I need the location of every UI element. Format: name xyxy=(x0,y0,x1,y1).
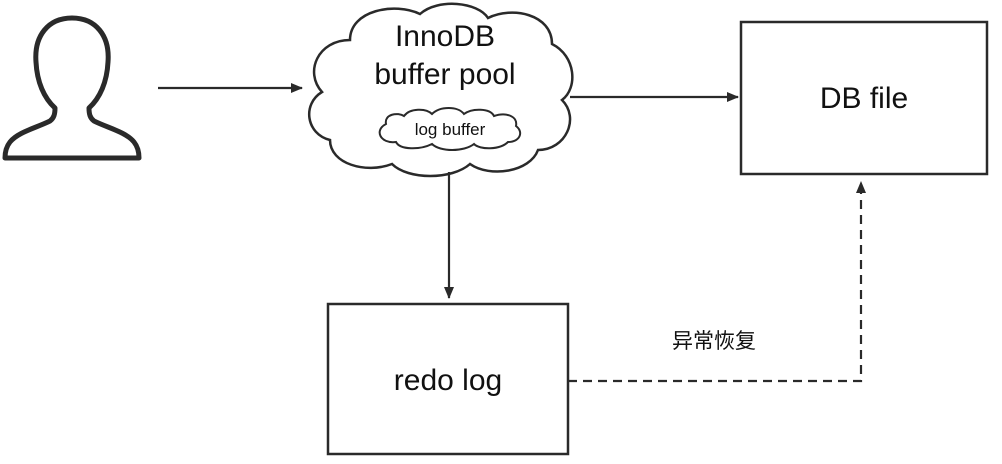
redo-log-label: redo log xyxy=(393,364,503,397)
redo-log-box xyxy=(326,302,570,456)
recovery-label: 异常恢复 xyxy=(672,330,756,353)
buffer-pool-label: InnoDB buffer pool xyxy=(330,18,560,94)
log-buffer-label: log buffer xyxy=(414,120,486,139)
user-silhouette-icon xyxy=(2,15,142,161)
recovery-dashed-arrow xyxy=(568,181,866,383)
log-buffer-cloud xyxy=(378,107,522,151)
buffer-pool-title-line1: InnoDB xyxy=(394,20,496,53)
buffer-pool-title-line2: buffer pool xyxy=(374,58,516,91)
db-file-label: DB file xyxy=(819,82,909,115)
db-file-box xyxy=(739,20,989,176)
